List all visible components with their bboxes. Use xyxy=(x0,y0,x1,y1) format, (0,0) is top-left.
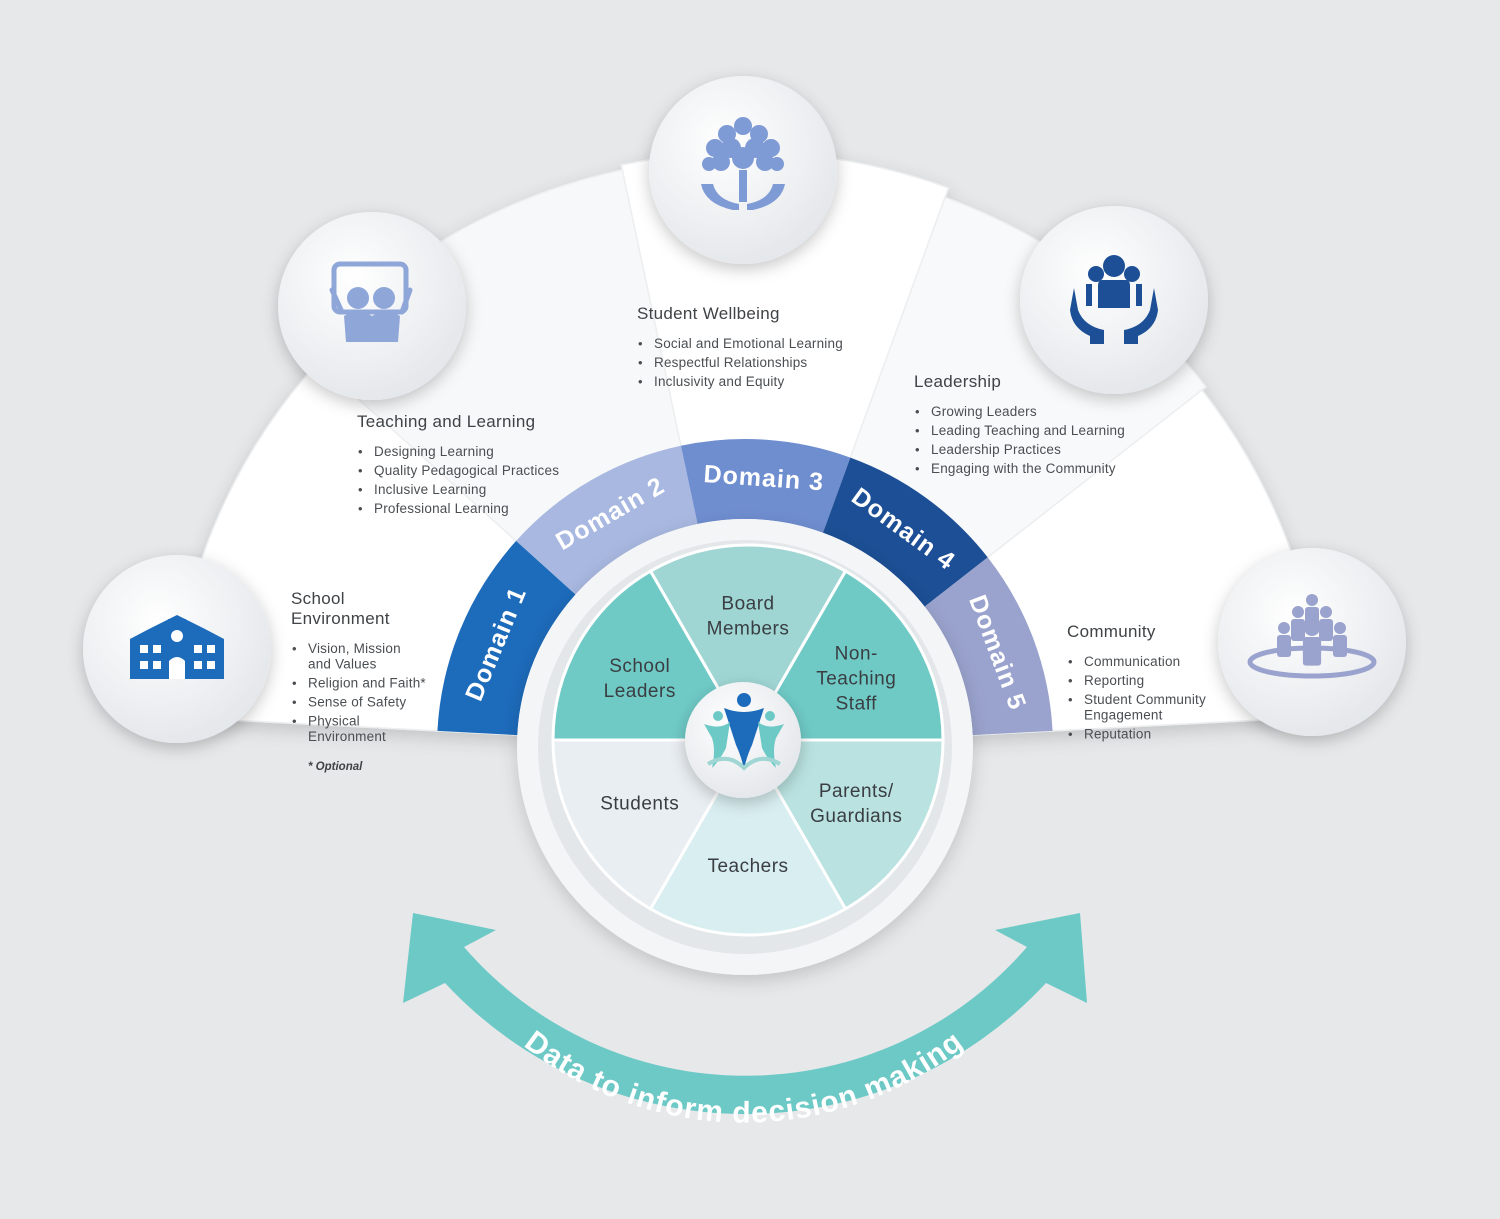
stakeholder-label: Teachers xyxy=(707,856,788,877)
bullet: • xyxy=(638,336,643,351)
stakeholder-label: School xyxy=(609,656,670,677)
stakeholder-label: Students xyxy=(600,794,679,815)
domain-title: Environment xyxy=(291,609,390,628)
domain-item: Respectful Relationships xyxy=(654,355,807,370)
stakeholder-label: Parents/ xyxy=(819,781,894,802)
bullet: • xyxy=(358,482,363,497)
bullet: • xyxy=(358,501,363,516)
stakeholder-label: Leaders xyxy=(604,681,676,702)
bullet: • xyxy=(358,444,363,459)
domain-item: Quality Pedagogical Practices xyxy=(374,463,559,478)
people-in-hands-icon xyxy=(1070,255,1158,344)
stakeholder-wedge-6 xyxy=(551,569,751,742)
domain-5-icon-badge xyxy=(1218,548,1406,736)
school-building-icon xyxy=(130,615,224,679)
bullet: • xyxy=(1068,727,1073,742)
bullet: • xyxy=(915,461,920,476)
domain-ring-segment-2 xyxy=(516,445,698,595)
domain-item: Inclusivity and Equity xyxy=(654,374,785,389)
domain-item: Leading Teaching and Learning xyxy=(931,423,1125,438)
domain-icons xyxy=(83,76,1406,743)
domain-2-content: Teaching and Learning • Designing Learning… xyxy=(357,412,559,516)
domain-item: Reporting xyxy=(1084,673,1144,688)
domain-item: Communication xyxy=(1084,654,1180,669)
domain-3-content: Student Wellbeing • Social and Emotional L… xyxy=(637,304,843,389)
bullet: • xyxy=(1068,654,1073,669)
domain-item: Reputation xyxy=(1084,727,1151,742)
domain-item: Environment xyxy=(308,729,386,744)
stakeholder-label: Non- xyxy=(835,644,878,665)
domain-item: and Values xyxy=(308,657,377,672)
bullet: • xyxy=(1068,692,1073,707)
domain-item: Professional Learning xyxy=(374,501,509,516)
bullet: • xyxy=(915,404,920,419)
domain-1-icon-badge xyxy=(83,555,271,743)
tree-in-hands-icon xyxy=(701,117,785,210)
bullet: • xyxy=(358,463,363,478)
stakeholder-wedge-1 xyxy=(648,543,848,744)
optional-note: * Optional xyxy=(308,761,363,773)
school-logo-icon xyxy=(704,693,784,771)
domain-title: Leadership xyxy=(914,372,1001,391)
stakeholder-label: Board xyxy=(721,594,774,615)
domain-item: Leadership Practices xyxy=(931,442,1061,457)
bullet: • xyxy=(915,423,920,438)
domain-4-icon-badge xyxy=(1020,206,1208,394)
domain-title: Student Wellbeing xyxy=(637,304,780,323)
teacher-board-icon xyxy=(329,261,413,342)
community-group-icon xyxy=(1247,594,1377,679)
bullet: • xyxy=(915,442,920,457)
domain-title: Community xyxy=(1067,622,1156,641)
arrow-band xyxy=(403,913,1087,1115)
bullet: • xyxy=(1068,673,1073,688)
bullet: • xyxy=(292,641,297,656)
stakeholder-wedge-2 xyxy=(745,569,945,742)
domain-item: Growing Leaders xyxy=(931,404,1037,419)
domain-4-content: Leadership • Growing Leaders • Leading Teach… xyxy=(914,372,1125,476)
domain-title: Teaching and Learning xyxy=(357,412,535,431)
domain-ring-segment-3 xyxy=(680,439,851,533)
stakeholder-label: Guardians xyxy=(810,806,902,827)
domain-3-icon-badge xyxy=(649,76,837,264)
domain-item: Designing Learning xyxy=(374,444,494,459)
domain-ring-segment-4 xyxy=(822,457,988,607)
domain-item: Vision, Mission xyxy=(308,641,401,656)
stakeholder-label: Teaching xyxy=(816,669,896,690)
domain-ring-segment-5 xyxy=(924,557,1053,736)
domain-title: School xyxy=(291,589,345,608)
stakeholder-wedge-3 xyxy=(745,738,945,911)
stakeholder-label: Staff xyxy=(836,694,877,715)
domain-item: Inclusive Learning xyxy=(374,482,486,497)
domain-5-content: Community • Communication • Reporting • Studen… xyxy=(1067,622,1206,742)
bullet: • xyxy=(638,355,643,370)
bullet: • xyxy=(292,695,297,710)
domain-item: Physical xyxy=(308,714,360,729)
domain-item: Social and Emotional Learning xyxy=(654,336,843,351)
stakeholder-wedge-5 xyxy=(551,738,751,911)
bullet: • xyxy=(638,374,643,389)
domain-2-icon-badge xyxy=(278,212,466,400)
domain-item: Religion and Faith* xyxy=(308,676,426,691)
domain-item: Sense of Safety xyxy=(308,695,406,710)
bullet: • xyxy=(292,714,297,729)
bullet: • xyxy=(292,676,297,691)
center-logo xyxy=(685,682,801,798)
stakeholder-label: Members xyxy=(707,619,790,640)
domain-item: Engaging with the Community xyxy=(931,461,1116,476)
domain-item: Student Community xyxy=(1084,692,1206,707)
domain-ring-segment-1 xyxy=(437,540,576,736)
stakeholder-wedge-4 xyxy=(648,736,848,937)
domain-item: Engagement xyxy=(1084,708,1163,723)
